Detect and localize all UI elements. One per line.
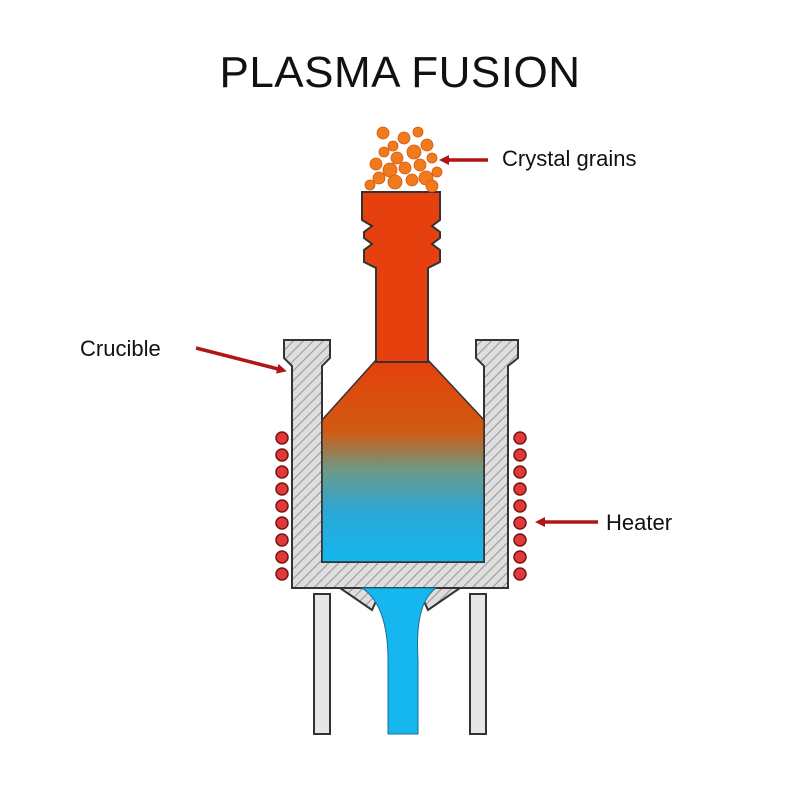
support-leg-right: [469, 593, 487, 735]
diagram-title: PLASMA FUSION: [219, 48, 581, 97]
crystal-grains: [364, 126, 443, 193]
label-crucible: Crucible: [80, 336, 161, 361]
heater-coils-left: [275, 431, 289, 581]
crucible: [283, 339, 519, 589]
crucible-arrow: [195, 346, 287, 374]
heater-coils-right: [513, 431, 527, 581]
melt-body: [321, 359, 485, 563]
support-leg-left: [313, 593, 331, 735]
label-crystal-grains: Crystal grains: [502, 146, 637, 171]
output-stream: [360, 587, 438, 735]
label-heater: Heater: [606, 510, 673, 535]
feed-rod: [361, 191, 441, 363]
